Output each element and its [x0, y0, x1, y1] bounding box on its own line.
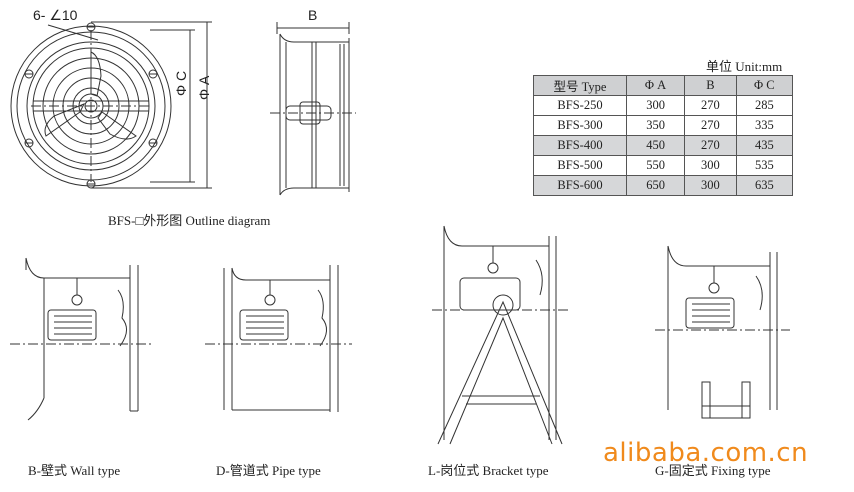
cell-b: 270 — [684, 95, 737, 116]
spec-table: 型号 Type Φ A B Φ C BFS-250 300 270 285 BF… — [533, 75, 794, 196]
cell-phi-a: 450 — [625, 135, 686, 156]
fixing-type-drawing — [655, 245, 790, 419]
cell-phi-c: 335 — [735, 115, 794, 136]
unit-label: 单位 Unit:mm — [706, 59, 783, 74]
header-phi-a: Φ A — [625, 75, 686, 96]
cell-b: 300 — [684, 175, 737, 196]
cell-b: 270 — [684, 135, 737, 156]
table-row: BFS-300 350 270 335 — [533, 115, 794, 136]
cell-phi-c: 435 — [735, 135, 794, 156]
front-view — [10, 21, 212, 189]
header-type: 型号 Type — [533, 75, 627, 96]
dimension-a-label: Φ A — [196, 75, 212, 100]
fixing-type-caption: G-固定式 Fixing type — [655, 463, 771, 478]
cell-phi-c: 635 — [735, 175, 794, 196]
cell-model: BFS-600 — [533, 175, 627, 196]
wall-type-caption: B-壁式 Wall type — [28, 463, 121, 478]
wall-type-drawing — [10, 257, 154, 421]
side-view — [270, 22, 356, 196]
cell-phi-a: 300 — [625, 95, 686, 116]
cell-phi-a: 650 — [625, 175, 686, 196]
pipe-type-caption: D-管道式 Pipe type — [216, 463, 321, 478]
cell-b: 270 — [684, 115, 737, 136]
cell-model: BFS-250 — [533, 95, 627, 116]
bracket-type-caption: L-岗位式 Bracket type — [428, 463, 549, 478]
cell-phi-c: 285 — [735, 95, 794, 116]
cell-b: 300 — [684, 155, 737, 176]
header-phi-c: Φ C — [735, 75, 794, 96]
table-header-row: 型号 Type Φ A B Φ C — [533, 75, 794, 96]
dimension-c-label: Φ C — [173, 70, 189, 96]
cell-model: BFS-500 — [533, 155, 627, 176]
bracket-type-drawing — [432, 225, 570, 445]
cell-model: BFS-400 — [533, 135, 627, 156]
cell-model: BFS-300 — [533, 115, 627, 136]
table-row: BFS-250 300 270 285 — [533, 95, 794, 116]
cell-phi-c: 535 — [735, 155, 794, 176]
outline-caption: BFS-□外形图 Outline diagram — [108, 213, 271, 228]
header-b: B — [684, 75, 737, 96]
pipe-type-drawing — [205, 265, 352, 412]
cell-phi-a: 350 — [625, 115, 686, 136]
table-row: BFS-500 550 300 535 — [533, 155, 794, 176]
table-row: BFS-600 650 300 635 — [533, 175, 794, 196]
bolt-hole-label: 6- ∠10 — [33, 7, 78, 23]
dimension-b-label: B — [308, 7, 318, 23]
watermark: alibaba.com.cn — [603, 438, 809, 468]
cell-phi-a: 550 — [625, 155, 686, 176]
table-row: BFS-400 450 270 435 — [533, 135, 794, 156]
